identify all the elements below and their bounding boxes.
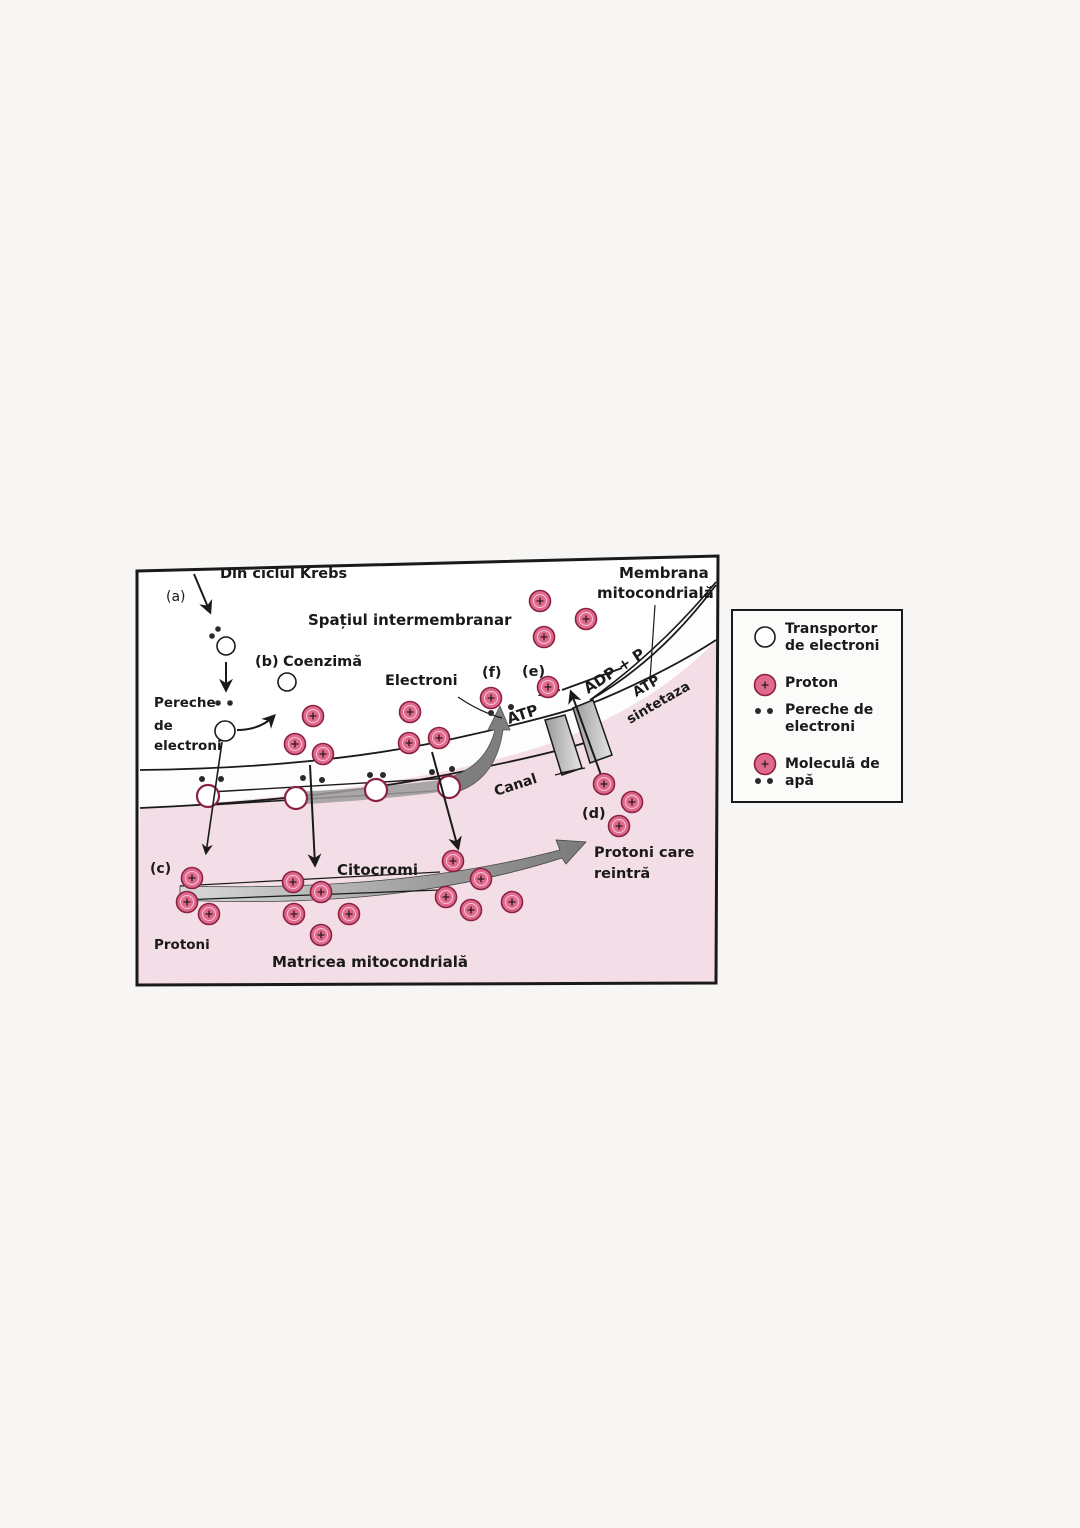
electrons-pointer <box>457 696 503 719</box>
label-coenzyme: Coenzimă <box>283 654 362 670</box>
label-reentering-1: Protoni care <box>594 845 695 861</box>
electron-pair-atp <box>488 704 514 716</box>
label-a: (a) <box>166 589 186 605</box>
legend-box: Transportor de electroni Proton Pereche … <box>731 609 903 803</box>
label-intermembrane: Spațiul intermembranar <box>308 611 512 629</box>
label-f: (f) <box>482 665 502 681</box>
legend-label: Proton <box>785 675 839 691</box>
label-membrane-2: mitocondrială <box>597 584 714 602</box>
label-e: (e) <box>522 664 545 680</box>
label-pair-2: de <box>154 718 173 734</box>
carrier-2 <box>283 785 309 811</box>
matrix-flow-arrow <box>179 839 587 903</box>
membrane-upper-line <box>589 581 717 701</box>
legend-label: apă <box>785 773 814 789</box>
legend-label: de electroni <box>785 638 880 654</box>
label-c: (c) <box>150 861 171 877</box>
label-cytochromes: Citocromi <box>337 861 418 879</box>
electron-pair-icon <box>755 708 773 714</box>
label-d: (d) <box>582 806 606 822</box>
carrier-3 <box>363 777 389 803</box>
label-matrix: Matricea mitocondrială <box>272 953 468 971</box>
label-electrons: Electroni <box>385 673 458 689</box>
legend-label: Moleculă de <box>785 756 880 772</box>
water-molecule-icon <box>753 752 777 784</box>
channel-pointer <box>554 769 576 776</box>
label-reentering-2: reintră <box>594 866 650 882</box>
label-protons: Protoni <box>154 937 210 953</box>
proton-icon <box>753 673 777 697</box>
label-b: (b) <box>255 654 279 670</box>
label-pair-3: electroni <box>154 738 222 754</box>
label-krebs: Din ciclul Krebs <box>220 566 347 582</box>
electron-carrier-icon <box>754 626 776 648</box>
label-pair-1: Pereche <box>154 695 216 711</box>
krebs-entry <box>193 573 297 856</box>
membrane-pointer <box>649 604 656 681</box>
legend-label: Pereche de <box>785 702 874 718</box>
legend-label: electroni <box>785 719 856 735</box>
legend-label: Transportor <box>785 621 878 637</box>
label-membrane-1: Membrana <box>619 564 709 582</box>
